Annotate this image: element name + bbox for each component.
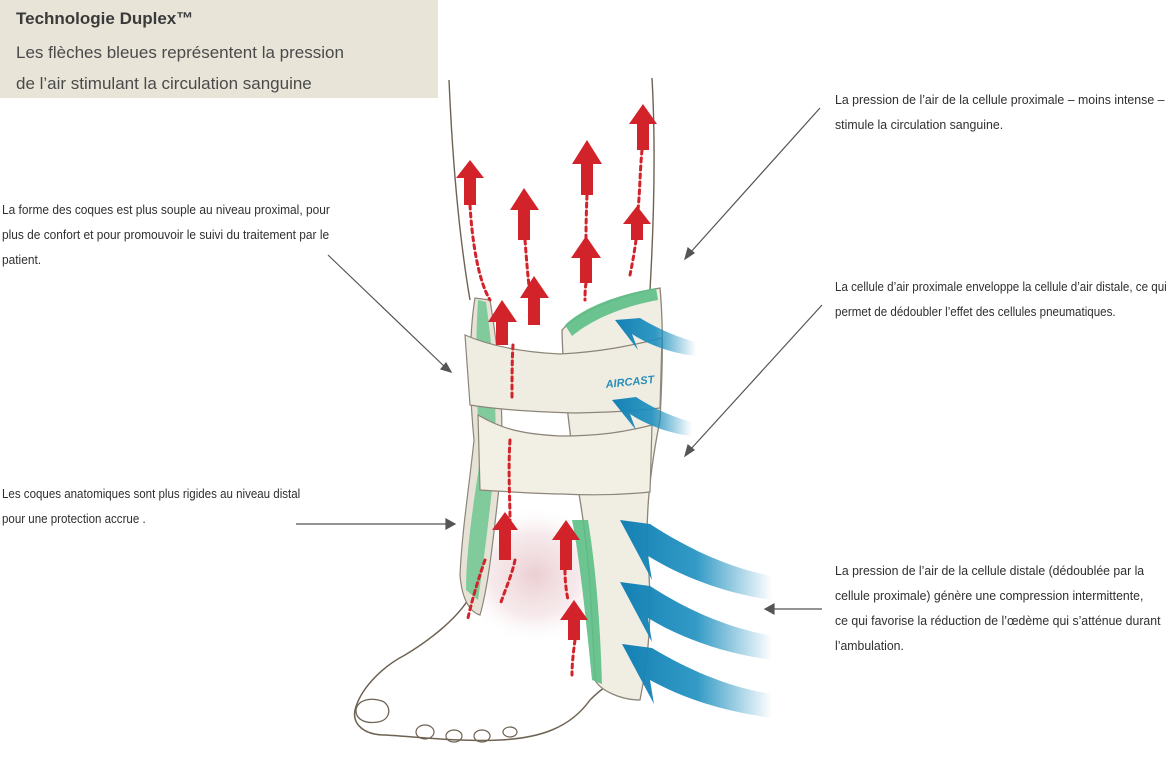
- toe-2: [415, 724, 435, 740]
- red-arrow-8: [520, 276, 549, 325]
- strap-lower: [477, 413, 653, 496]
- red-arrow-11: [560, 600, 588, 640]
- header-line-2: de l’air stimulant la circulation sangui…: [16, 74, 312, 93]
- red-arrow-5: [629, 104, 657, 150]
- leader-lines: [296, 107, 823, 616]
- red-arrow-9: [492, 512, 518, 560]
- leader-proximal-pressure: [689, 107, 821, 254]
- strap-upper: [464, 334, 663, 414]
- air-cell-right-bottom: [572, 520, 602, 684]
- blue-pressure-arrows: [612, 318, 772, 718]
- annotation-line: l’ambulation.: [835, 639, 904, 653]
- annotation-line: La forme des coques est plus souple au n…: [2, 203, 330, 217]
- annotation-line: La cellule d’air proximale enveloppe la …: [835, 280, 1167, 294]
- annotation-line: stimule la circulation sanguine.: [835, 118, 1004, 132]
- red-flow-lines: [466, 148, 644, 677]
- annotation-line: La pression de l’air de la cellule proxi…: [835, 93, 1165, 107]
- annotation-line: cellule proximale) génère une compressio…: [835, 589, 1144, 603]
- red-arrow-10: [552, 520, 580, 570]
- annotation-distal-pressure: La pression de l’air de la cellule dista…: [835, 559, 1160, 659]
- red-arrow-4: [571, 236, 601, 283]
- red-arrow-7: [488, 300, 517, 345]
- annotation-line: permet de dédoubler l’effet des cellules…: [835, 305, 1116, 319]
- red-arrow-1: [456, 160, 484, 205]
- air-cell-right-top: [565, 288, 658, 336]
- annotation-line: plus de confort et pour promouvoir le su…: [2, 228, 330, 242]
- blue-arrow-5: [622, 644, 772, 718]
- blue-arrow-4: [620, 582, 772, 660]
- leg-outline-right: [649, 77, 655, 291]
- red-arrow-6: [623, 206, 651, 240]
- header-title: Technologie Duplex™: [16, 9, 194, 28]
- annotation-shell-rigid: Les coques anatomiques sont plus rigides…: [2, 482, 300, 532]
- brace-logo: AIRCAST: [604, 374, 656, 391]
- big-toe: [355, 698, 390, 724]
- leader-shell-soft: [327, 254, 447, 369]
- annotation-line: ce qui favorise la réduction de l’œdème …: [835, 614, 1161, 628]
- blue-arrow-2: [612, 397, 692, 436]
- blue-arrow-1: [615, 318, 696, 356]
- annotation-line: pour une protection accrue .: [2, 512, 146, 526]
- leg-outline-left: [448, 79, 471, 301]
- header-line-1: Les flèches bleues représentent la press…: [16, 43, 344, 62]
- foot-outline: [353, 599, 621, 742]
- annotation-line: Les coques anatomiques sont plus rigides…: [2, 487, 301, 501]
- toe-3: [445, 729, 463, 743]
- leader-proximal-cell: [689, 304, 823, 451]
- annotation-proximal-pressure: La pression de l’air de la cellule proxi…: [835, 88, 1165, 138]
- toe-5: [502, 726, 518, 738]
- header-box: Technologie Duplex™ Les flèches bleues r…: [0, 0, 438, 98]
- red-arrow-3: [572, 140, 602, 195]
- annotation-shell-soft: La forme des coques est plus souple au n…: [2, 198, 330, 273]
- annotation-line: La pression de l’air de la cellule dista…: [835, 564, 1145, 578]
- annotation-line: patient.: [2, 253, 42, 267]
- red-arrows: [456, 104, 657, 640]
- blue-arrow-3: [620, 520, 772, 600]
- toe-4: [473, 729, 491, 743]
- red-arrow-2: [510, 188, 539, 240]
- annotation-proximal-cell: La cellule d’air proximale enveloppe la …: [835, 275, 1167, 325]
